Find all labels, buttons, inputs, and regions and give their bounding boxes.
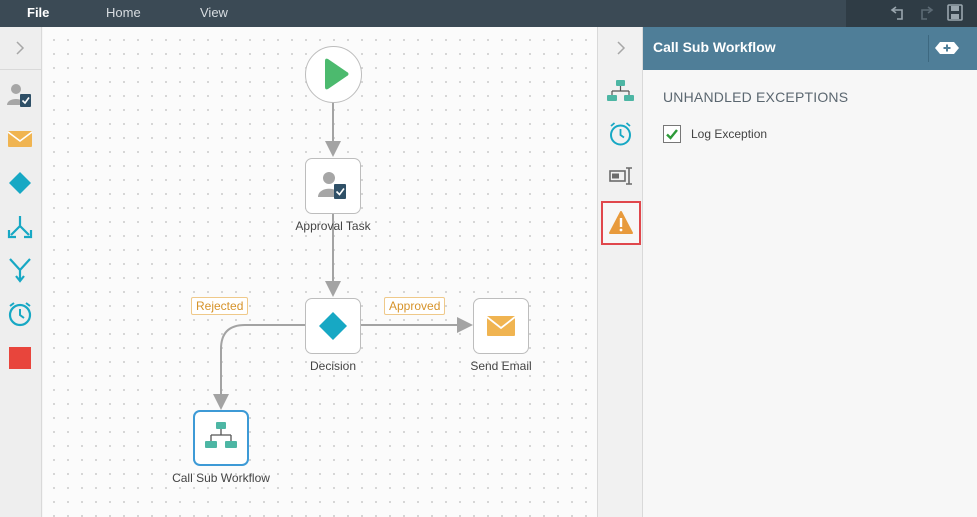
timer-icon [610, 122, 631, 146]
add-button[interactable] [934, 39, 960, 57]
split-icon[interactable] [6, 213, 34, 241]
email-icon[interactable] [6, 125, 34, 153]
warning-icon [609, 211, 633, 234]
checkmark-icon [666, 129, 678, 140]
undo-icon[interactable] [888, 4, 908, 22]
toolbox [0, 27, 42, 517]
log-exception-checkbox[interactable] [663, 125, 681, 143]
start-node[interactable] [305, 46, 362, 103]
send-email-node[interactable] [473, 298, 529, 354]
panel-header: Call Sub Workflow [643, 27, 977, 70]
decision-label: Decision [309, 359, 357, 373]
connector-lines [213, 102, 473, 410]
connector-rejected[interactable] [213, 324, 305, 410]
merge-icon[interactable] [6, 256, 34, 284]
decision-icon [319, 312, 347, 340]
hierarchy-icon [607, 80, 634, 101]
panel-divider [928, 35, 929, 62]
email-icon [486, 316, 516, 336]
user-task-icon[interactable] [6, 82, 34, 110]
menu-file[interactable]: File [27, 5, 50, 20]
approved-tag[interactable]: Approved [384, 297, 446, 315]
redo-icon[interactable] [916, 4, 936, 22]
approval-task-label: Approval Task [295, 219, 371, 233]
text-field-icon [609, 167, 632, 185]
user-task-icon [318, 172, 346, 199]
call-sub-workflow-node[interactable] [193, 410, 249, 466]
log-exception-label[interactable]: Log Exception [691, 127, 768, 141]
decision-icon[interactable] [6, 169, 34, 197]
play-icon [325, 58, 349, 90]
tab-general[interactable] [602, 73, 639, 110]
property-tabs [597, 27, 643, 517]
toolbar-actions [846, 0, 977, 27]
menu-home[interactable]: Home [106, 5, 141, 20]
tab-timer[interactable] [602, 116, 639, 153]
rejected-tag[interactable]: Rejected [191, 297, 249, 315]
menu-bar: File Home View [0, 0, 977, 27]
tab-exceptions[interactable] [601, 201, 641, 245]
send-email-label: Send Email [470, 359, 532, 373]
decision-node[interactable] [305, 298, 361, 354]
timer-icon[interactable] [6, 300, 34, 328]
chevron-right-icon[interactable] [598, 27, 643, 70]
tab-fields[interactable] [602, 158, 639, 195]
properties-panel: Call Sub Workflow UNHANDLED EXCEPTIONS L… [643, 27, 977, 517]
chevron-right-icon [16, 41, 25, 55]
toolbox-expand-button[interactable] [0, 27, 41, 70]
save-icon[interactable] [945, 4, 965, 22]
call-sub-workflow-label: Call Sub Workflow [172, 471, 270, 485]
menu-view[interactable]: View [200, 5, 228, 20]
hierarchy-icon [205, 422, 237, 448]
workflow-canvas[interactable]: Approval Task Decision Send Email Call S… [43, 27, 597, 517]
stop-icon[interactable] [6, 344, 34, 372]
section-title: UNHANDLED EXCEPTIONS [663, 89, 849, 105]
panel-title: Call Sub Workflow [653, 39, 776, 55]
approval-task-node[interactable] [305, 158, 361, 214]
